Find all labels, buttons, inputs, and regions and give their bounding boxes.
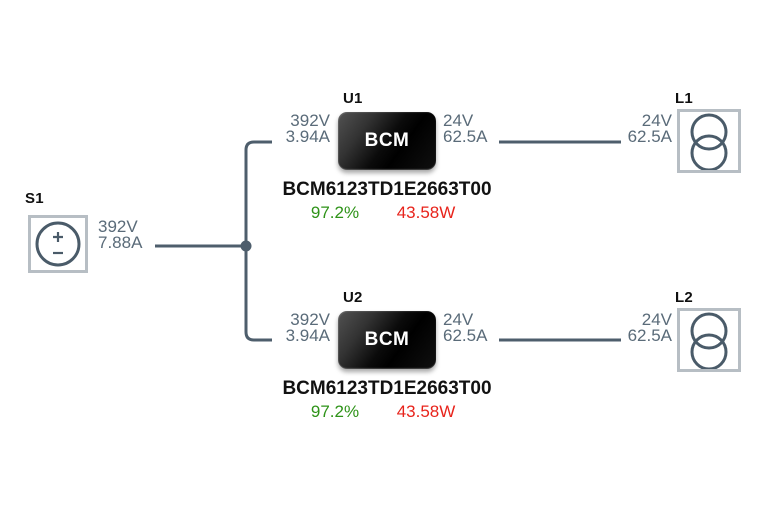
efficiency-value: 97.2% <box>310 203 360 222</box>
voltage-source-icon <box>35 221 81 267</box>
source-component[interactable] <box>28 215 88 273</box>
load-icon <box>690 312 728 371</box>
source-values: 392V 7.88A <box>98 217 143 252</box>
bcm-module[interactable]: BCM <box>338 112 436 170</box>
converter-row-u2: U2 392V 3.94A BCM 24V 62.5A BCM6123TD1E2… <box>0 289 767 429</box>
load-values: 24V 62.5A <box>627 111 672 146</box>
load-values: 24V 62.5A <box>627 310 672 345</box>
converter-row-u1: U1 392V 3.94A BCM 24V 62.5A BCM6123TD1E2… <box>0 90 767 230</box>
converter-ref-label: U2 <box>343 289 363 306</box>
junction-dot <box>240 240 252 252</box>
bcm-module-label: BCM <box>364 130 410 151</box>
converter-input-values: 392V 3.94A <box>285 111 330 146</box>
part-number: BCM6123TD1E2663T00 <box>282 179 492 200</box>
part-number: BCM6123TD1E2663T00 <box>282 378 492 399</box>
converter-ref-label: U1 <box>343 90 363 107</box>
load-component[interactable] <box>677 308 741 372</box>
load-ref-label: L1 <box>675 90 693 107</box>
power-loss-value: 43.58W <box>396 203 456 222</box>
efficiency-value: 97.2% <box>310 402 360 421</box>
source-ref-label: S1 <box>25 190 44 207</box>
load-icon <box>690 113 728 172</box>
converter-output-values: 24V 62.5A <box>443 310 488 345</box>
load-component[interactable] <box>677 109 741 173</box>
converter-output-values: 24V 62.5A <box>443 111 488 146</box>
load-ref-label: L2 <box>675 289 693 306</box>
power-loss-value: 43.58W <box>396 402 456 421</box>
bcm-module-label: BCM <box>364 329 410 350</box>
bcm-module[interactable]: BCM <box>338 311 436 369</box>
converter-input-values: 392V 3.94A <box>285 310 330 345</box>
